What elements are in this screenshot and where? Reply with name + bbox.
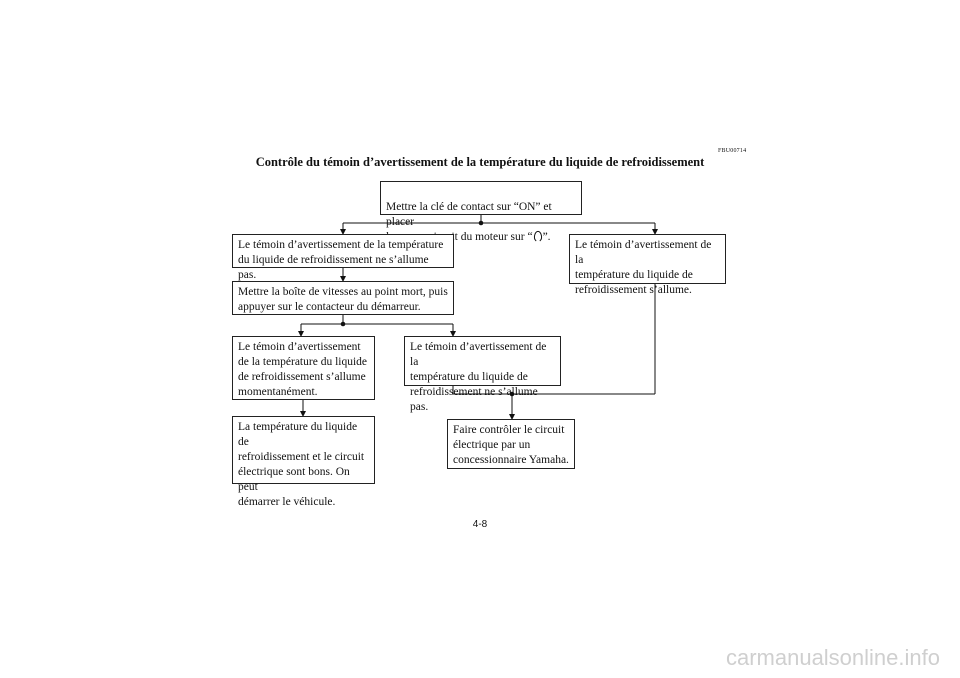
- step-no-light2-box: Le témoin d’avertissement de la températ…: [404, 336, 561, 413]
- step-neutral-box: Mettre la boîte de vitesses au point mor…: [232, 281, 454, 315]
- junction-dot: [478, 220, 484, 226]
- step-start-text-end: ”.: [542, 231, 551, 243]
- step-good-box: La température du liquide de refroidisse…: [232, 416, 375, 508]
- step-lights-box: Le témoin d’avertissement de la températ…: [569, 234, 726, 296]
- step-dealer-box: Faire contrôler le circuit électrique pa…: [447, 419, 575, 469]
- step-no-light-box: Le témoin d’avertissement de la températ…: [232, 234, 454, 281]
- page-title: Contrôle du témoin d’avertissement de la…: [255, 155, 705, 169]
- step-start-box: Mettre la clé de contact sur “ON” et pla…: [380, 181, 582, 243]
- engine-stop-switch-icon: [533, 230, 542, 242]
- junction-dot: [509, 391, 515, 397]
- page-number: 4-8: [472, 519, 488, 530]
- doc-code: FBU00714: [718, 148, 747, 154]
- junction-dot: [340, 321, 346, 327]
- step-momentary-box: Le témoin d’avertissement de la températ…: [232, 336, 375, 400]
- watermark-text: carmanualsonline.info: [725, 645, 940, 670]
